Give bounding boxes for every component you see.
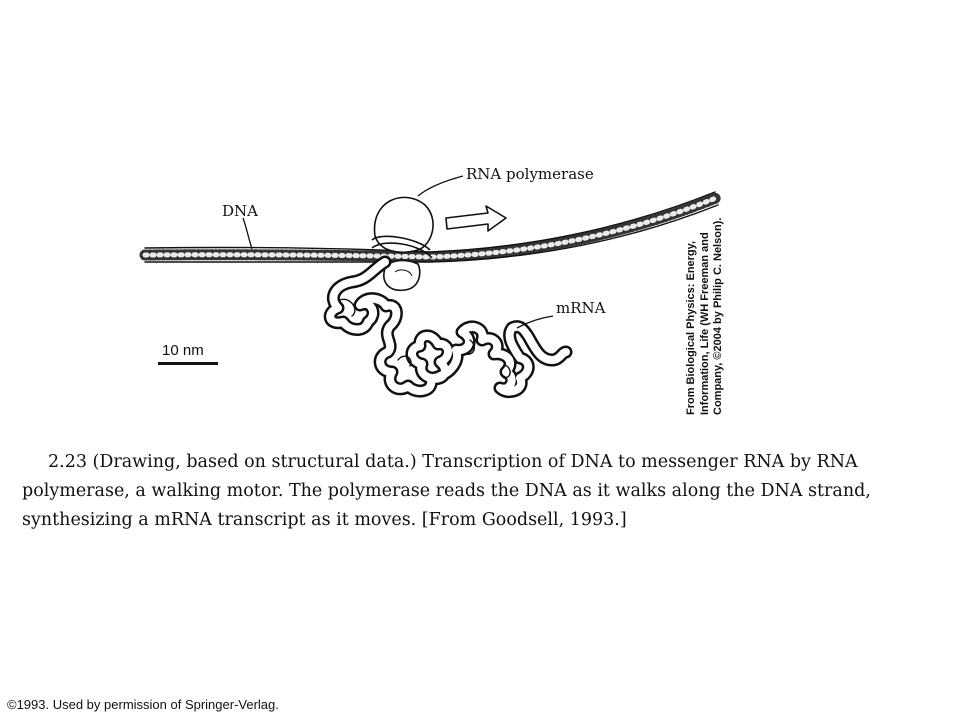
side-credit-line: From Biological Physics: Energy, <box>684 240 697 415</box>
figure-caption: 2.23 (Drawing, based on structural data.… <box>22 448 952 535</box>
scale-bar: 10 nm <box>158 342 218 365</box>
mrna-leader-line <box>516 315 554 329</box>
rna-polymerase-label: RNA polymerase <box>466 165 594 183</box>
transcription-figure: DNA RNA polymerase mRNA 10 nm <box>139 165 722 399</box>
polymerase-lower-domain <box>383 259 421 292</box>
caption-line: 2.23 (Drawing, based on structural data.… <box>48 452 858 472</box>
rna-polymerase <box>371 196 434 292</box>
leader-lines <box>242 175 554 329</box>
side-credit: From Biological Physics: Energy, Informa… <box>685 185 726 415</box>
scale-bar-line <box>158 362 218 365</box>
scale-bar-label: 10 nm <box>162 342 204 359</box>
mrna-transcript <box>323 255 573 399</box>
polymerase-leader-line <box>417 175 464 197</box>
dna-leader-line <box>242 217 253 250</box>
polymerase-body <box>373 196 434 253</box>
caption-line: polymerase, a walking motor. The polymer… <box>22 481 871 501</box>
mrna-label: mRNA <box>556 299 606 317</box>
dna-label: DNA <box>222 202 258 220</box>
copyright-notice: ©1993. Used by permission of Springer-Ve… <box>7 697 279 712</box>
side-credit-line: Information, Life (WH Freeman and <box>698 232 711 415</box>
caption-line: synthesizing a mRNA transcript as it mov… <box>22 510 627 530</box>
side-credit-line: Company, ©2004 by Philip C. Nelson). <box>711 217 724 415</box>
direction-arrow <box>445 205 507 232</box>
